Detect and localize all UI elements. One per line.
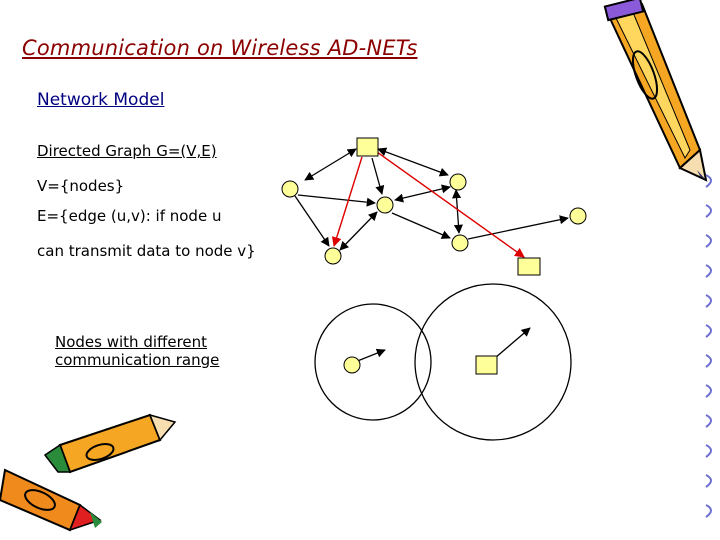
crayon-icon xyxy=(43,413,177,474)
node-circle xyxy=(451,234,469,252)
graph-edge xyxy=(371,157,385,195)
slide-title: Communication on Wireless AD-NETs xyxy=(22,36,418,60)
graph-edge-highlight xyxy=(331,156,363,247)
node-circle xyxy=(376,196,394,214)
graph-edge-highlight xyxy=(376,151,525,258)
graph-edge xyxy=(467,215,569,240)
pencil-icon xyxy=(603,0,708,182)
range-caption: Nodes with different communication range xyxy=(55,333,219,369)
node-circle xyxy=(324,247,342,265)
range-example-large xyxy=(414,283,572,441)
node-circle xyxy=(449,173,467,191)
node-circle xyxy=(281,180,299,198)
range-caption-line1: Nodes with different xyxy=(55,333,208,351)
edge-definition-line2: can transmit data to node v} xyxy=(37,242,256,260)
vertex-definition: V={nodes} xyxy=(37,177,125,195)
graph-edge xyxy=(304,148,357,181)
graph-edge xyxy=(377,147,449,177)
node-square xyxy=(356,137,379,157)
node-square xyxy=(517,257,541,276)
range-caption-line2: communication range xyxy=(55,351,220,369)
graph-edge xyxy=(452,189,463,234)
section-subtitle: Network Model xyxy=(37,90,165,110)
graph-edge xyxy=(339,211,378,251)
graph-edge xyxy=(297,194,376,207)
crayon-icon xyxy=(0,468,102,532)
graph-definition: Directed Graph G=(V,E) xyxy=(37,142,217,160)
graph-edge xyxy=(394,184,451,203)
node-circle xyxy=(569,207,587,225)
range-example-small xyxy=(314,303,432,421)
graph-edge xyxy=(391,212,451,239)
graph-edge xyxy=(294,195,330,247)
edge-definition-line1: E={edge (u,v): if node u xyxy=(37,207,222,225)
notebook-binding-icon xyxy=(705,174,712,518)
